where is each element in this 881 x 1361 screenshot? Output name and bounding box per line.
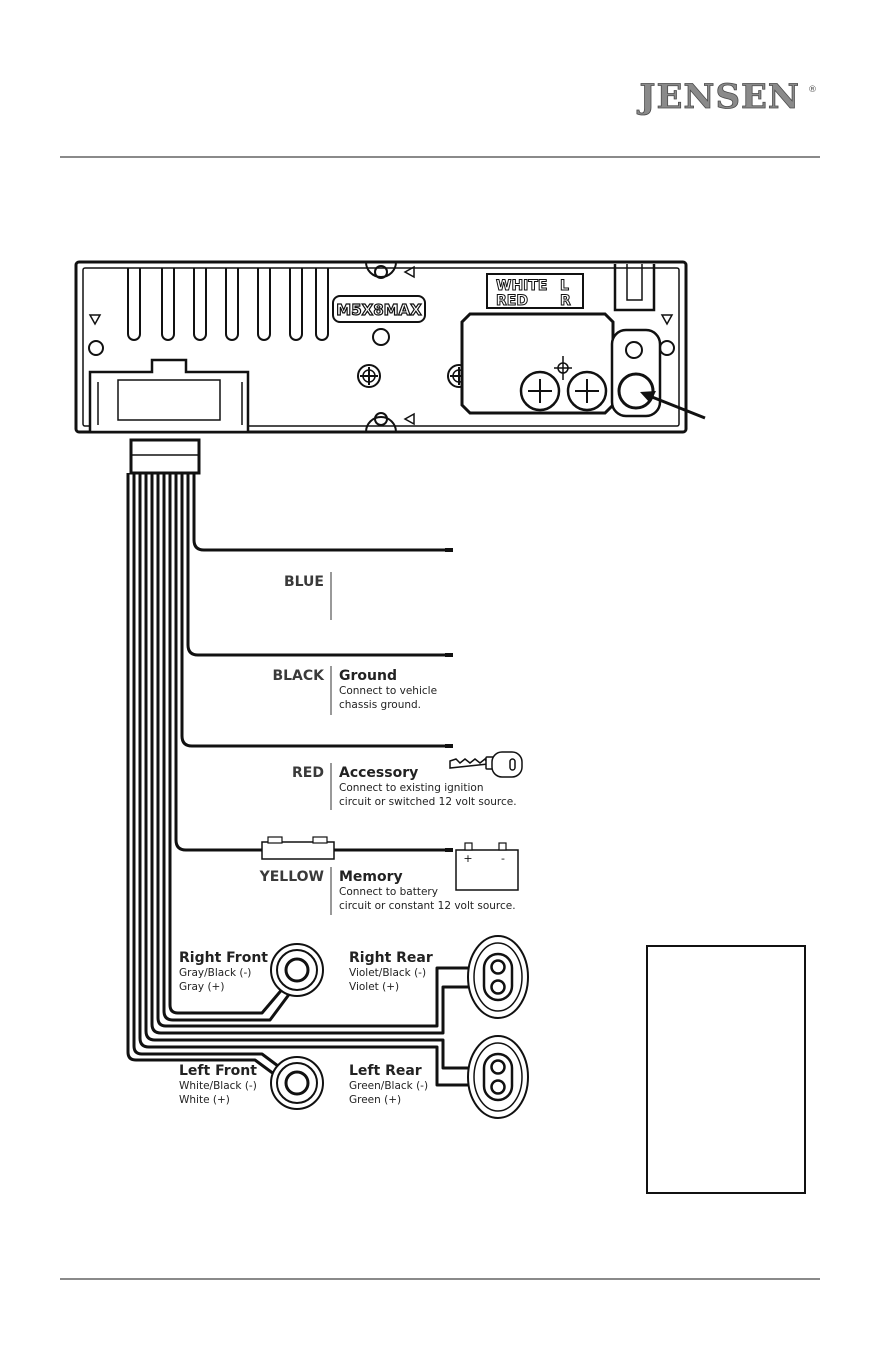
wire-color-label: BLUE [284,574,324,590]
wire-label-black: BLACK Ground Connect to vehicle chassis … [272,666,437,715]
speaker-pos-wire: White (+) [179,1094,230,1106]
crosshair-icon [554,356,572,380]
head-unit-chassis: M5X8MAX WHITE L RED R [74,260,706,434]
battery-icon: + - [455,842,519,891]
harness-socket [88,358,250,434]
speaker-neg-wire: Violet/Black (-) [349,967,426,979]
right-front-label: Right Front Gray/Black (-) Gray (+) [179,950,268,993]
speaker-pos-wire: Violet (+) [349,981,399,993]
speaker-neg-wire: Gray/Black (-) [179,967,251,979]
wire-right-front-pos [162,473,298,1022]
wire-function-title: Memory [339,869,403,885]
wire-blue [192,473,445,552]
wire-left-front-pos [126,473,283,1082]
logo-text: JENSEN [636,77,800,117]
wire-left-front-neg [132,473,287,1074]
wire-function-desc: Connect to vehicle [339,685,437,697]
screw-label-box [332,295,426,323]
wire-function-desc: Connect to battery [339,886,438,898]
rca-right-label: R [560,293,571,309]
wire-function-desc: chassis ground. [339,699,421,711]
brand-logo: JENSEN ® [636,77,817,118]
wire-right-front-neg [168,473,292,1015]
antenna-jack [617,372,655,410]
wire-color-label: RED [292,765,324,781]
left-rear-speaker-icon [467,1035,529,1119]
antenna-bracket [613,264,656,312]
rca-red-label: RED [496,293,528,309]
wire-right-rear-pos [150,473,470,1035]
speaker-title: Right Front [179,950,268,966]
wire-function-title: Accessory [339,765,418,781]
wire-red [180,473,445,748]
left-rear-label: Left Rear Green/Black (-) Green (+) [349,1063,428,1106]
pointer-arrow-line [651,395,706,420]
right-rear-speaker-icon [467,935,529,1019]
screw-icon [357,364,381,388]
heat-sink-fins [127,268,329,341]
wire-function-desc: Connect to existing ignition [339,782,483,794]
screw-label: M5X8MAX [336,301,422,319]
wire-yellow [174,473,445,852]
speaker-pos-wire: Green (+) [349,1094,401,1106]
wire-black [186,473,445,657]
wire-tips [445,548,453,852]
fuse-holder [261,836,335,860]
rca-jack-icon [519,370,561,412]
speaker-pos-wire: Gray (+) [179,981,224,993]
wire-function-desc: circuit or switched 12 volt source. [339,796,517,808]
battery-plus-label: + [463,852,472,865]
wire-function-desc: circuit or constant 12 volt source. [339,900,516,912]
wire-color-label: BLACK [272,668,325,684]
rca-jack-icon [566,370,608,412]
arrow-bottom-icon [403,412,415,426]
arrow-right-icon [660,314,674,326]
registered-mark: ® [808,85,817,95]
notes-box [646,945,806,1194]
mount-hole-left [88,340,104,356]
speaker-title: Left Rear [349,1063,422,1079]
wire-bundle [126,473,470,1087]
speaker-neg-wire: White/Black (-) [179,1080,257,1092]
small-hole [372,328,390,346]
harness-plug [129,438,201,475]
speaker-neg-wire: Green/Black (-) [349,1080,428,1092]
arrow-top-icon [403,265,415,279]
rca-left-label: L [560,278,569,294]
speaker-title: Left Front [179,1063,257,1079]
ignition-key-icon [449,751,523,778]
left-front-speaker-icon [270,1056,324,1110]
left-front-label: Left Front White/Black (-) White (+) [179,1063,257,1106]
wire-label-red: RED Accessory Connect to existing igniti… [292,763,517,810]
wire-color-label: YELLOW [259,869,324,885]
wire-right-rear-neg [156,473,470,1028]
speaker-title: Right Rear [349,950,433,966]
screw-hole-top [374,265,388,279]
wire-label-blue: BLUE [284,572,332,620]
rca-label-box [486,273,584,309]
wire-label-yellow: YELLOW Memory Connect to battery circuit… [259,867,516,915]
wire-function-title: Ground [339,668,397,684]
wire-left-rear-pos [138,473,470,1087]
right-front-speaker-icon [270,943,324,997]
rca-panel [460,312,615,415]
rca-white-label: WHITE [496,278,547,294]
battery-minus-label: - [501,852,505,865]
arrow-left-icon [88,314,102,326]
pointer-arrowhead-icon [640,391,656,403]
right-rear-label: Right Rear Violet/Black (-) Violet (+) [349,950,433,993]
wire-left-rear-neg [144,473,470,1070]
screw-hole-bottom [374,412,388,426]
